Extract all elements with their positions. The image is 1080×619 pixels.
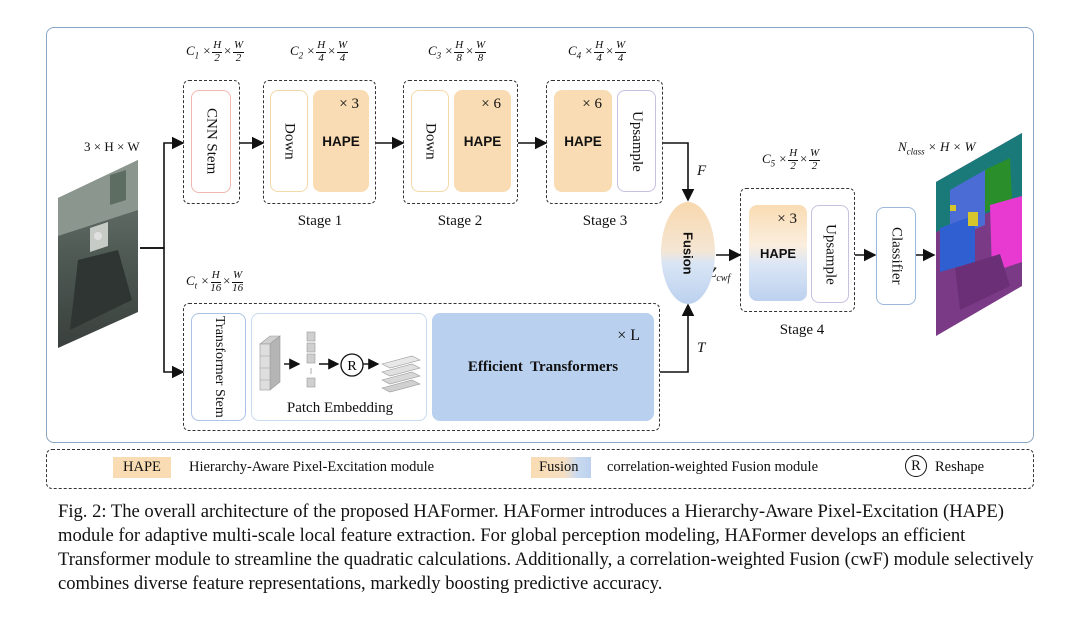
stage4-repeat-label: × 3: [777, 211, 797, 227]
transformer-to-fusion-arrow: [660, 303, 695, 373]
stage2-group: [403, 80, 518, 204]
efficient-transformers-block: × L Efficient Transformers: [432, 313, 654, 421]
legend-reshape-icon: R: [905, 455, 927, 477]
stage3-label: Stage 3: [582, 213, 628, 229]
fusion-module: Fusion: [661, 202, 715, 304]
architecture-frame: [46, 27, 1034, 443]
transformer-repeat-label: × L: [617, 327, 640, 344]
stage2-down-block: Down: [411, 90, 449, 192]
signal-f-label: F: [697, 163, 707, 179]
figure-caption: Fig. 2: The overall architecture of the …: [58, 501, 1034, 594]
transformer-group: [183, 303, 660, 431]
stage3-group: [546, 80, 663, 204]
legend: HAPE Hierarchy-Aware Pixel-Excitation mo…: [46, 449, 1034, 489]
stage3-to-fusion-arrow: [663, 142, 695, 202]
patch-embedding-diagram: R: [259, 331, 421, 393]
legend-hape-desc: Hierarchy-Aware Pixel-Excitation module: [189, 459, 435, 475]
legend-fusion-tag: Fusion: [531, 457, 591, 478]
classifier-block: Classifier: [876, 207, 916, 305]
stage4-label: Stage 4: [779, 322, 825, 338]
stage4-upsample-block: Upsample: [811, 205, 849, 303]
legend-fusion-desc: correlation-weighted Fusion module: [607, 459, 819, 475]
patch-reshape-symbol: R: [347, 359, 357, 374]
stage3-upsample-block: Upsample: [617, 90, 656, 192]
cnn-stem-block: CNN Stem: [191, 90, 231, 193]
transformer-stem-block: Transformer Stem: [191, 313, 246, 421]
legend-hape-tag: HAPE: [113, 457, 171, 478]
patch-embedding-block: R Patch Embedding: [251, 313, 427, 421]
signal-t-label: T: [697, 340, 706, 356]
patch-embedding-label: Patch Embedding: [286, 400, 394, 416]
stage1-down-block: Down: [270, 90, 308, 192]
stage1-label: Stage 1: [297, 213, 343, 229]
stage1-repeat-label: × 3: [339, 96, 359, 112]
output-dim-label: Nclass × H × W: [898, 139, 976, 157]
stage1-group: [263, 80, 376, 204]
input-dim-label: 3 × H × W: [84, 139, 140, 154]
stage3-repeat-label: × 6: [582, 96, 602, 112]
stage2-label: Stage 2: [437, 213, 483, 229]
cnn-stem-group: [183, 80, 240, 204]
stage2-repeat-label: × 6: [481, 96, 501, 112]
legend-reshape-desc: Reshape: [935, 459, 985, 475]
stage4-group: [740, 188, 855, 312]
